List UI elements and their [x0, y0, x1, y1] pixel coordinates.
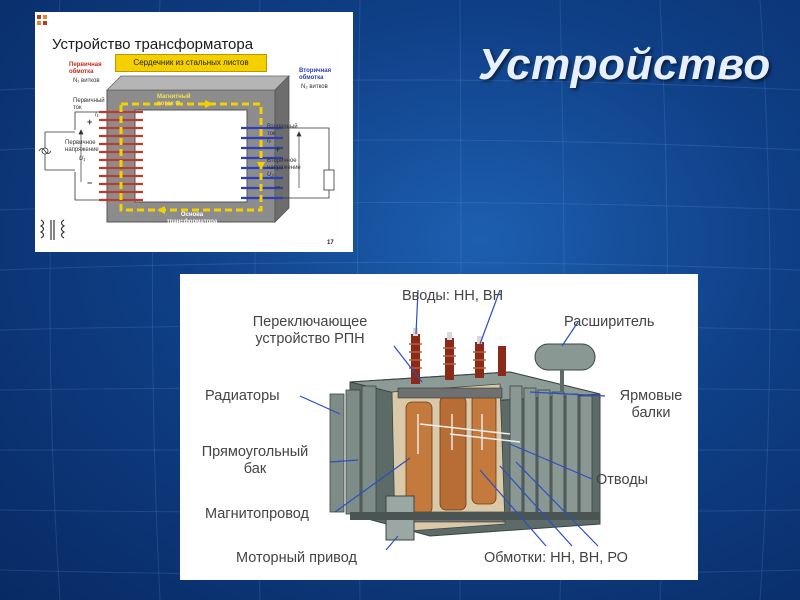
- primary-turns-label: N₁ витков: [73, 78, 100, 85]
- label-leads: Отводы: [596, 472, 648, 489]
- magnetic-flux-label: Магнитный поток Φ: [157, 94, 191, 108]
- windings: [406, 394, 496, 514]
- label-expander: Расширитель: [564, 314, 654, 331]
- label-windings: Обмотки: НН, ВН, РО: [484, 550, 628, 567]
- primary-winding-label: Первичная обмотка: [69, 62, 102, 76]
- primary-voltage-symbol: U₁: [79, 156, 85, 163]
- secondary-plus: +: [275, 146, 280, 153]
- secondary-turns-label: N₂ витков: [301, 84, 328, 91]
- secondary-winding-label: Вторичная обмотка: [299, 68, 331, 82]
- label-tank: Прямоугольный бак: [184, 444, 326, 478]
- transformer-structure-diagram: Вводы: НН, ВН Переключающее устройство Р…: [180, 274, 698, 580]
- secondary-current-symbol: I₂: [267, 138, 271, 145]
- radiator-left: [330, 386, 376, 514]
- base-label: Основа трансформатора: [147, 212, 237, 226]
- secondary-minus: −: [275, 184, 280, 191]
- secondary-voltage-label: Вторичное напряжение: [267, 158, 301, 172]
- primary-current-label: Первичный ток: [73, 98, 105, 112]
- primary-plus: +: [87, 119, 92, 126]
- transformer-principle-diagram: Устройство трансформатора: [35, 12, 353, 252]
- secondary-current-label: Вторичный ток: [267, 124, 298, 138]
- primary-voltage-label: Первичное напряжение: [65, 140, 99, 154]
- label-radiators: Радиаторы: [205, 388, 280, 405]
- secondary-voltage-symbol: U₂: [267, 172, 274, 179]
- slide-title: Устройство: [478, 40, 771, 90]
- label-magnetic-core: Магнитопровод: [205, 506, 309, 523]
- label-tap-changer: Переключающее устройство РПН: [237, 314, 383, 348]
- label-yoke-beams: Ярмовые балки: [610, 388, 692, 422]
- primary-current-symbol: I₁: [95, 112, 99, 119]
- label-inputs: Вводы: НН, ВН: [402, 288, 503, 305]
- transformer-symbol-icon: [41, 220, 64, 240]
- slide-number: 17: [327, 240, 334, 246]
- primary-minus: −: [87, 180, 92, 187]
- label-motor-drive: Моторный привод: [236, 550, 357, 567]
- core-label: Сердечник из стальных листов: [115, 54, 267, 72]
